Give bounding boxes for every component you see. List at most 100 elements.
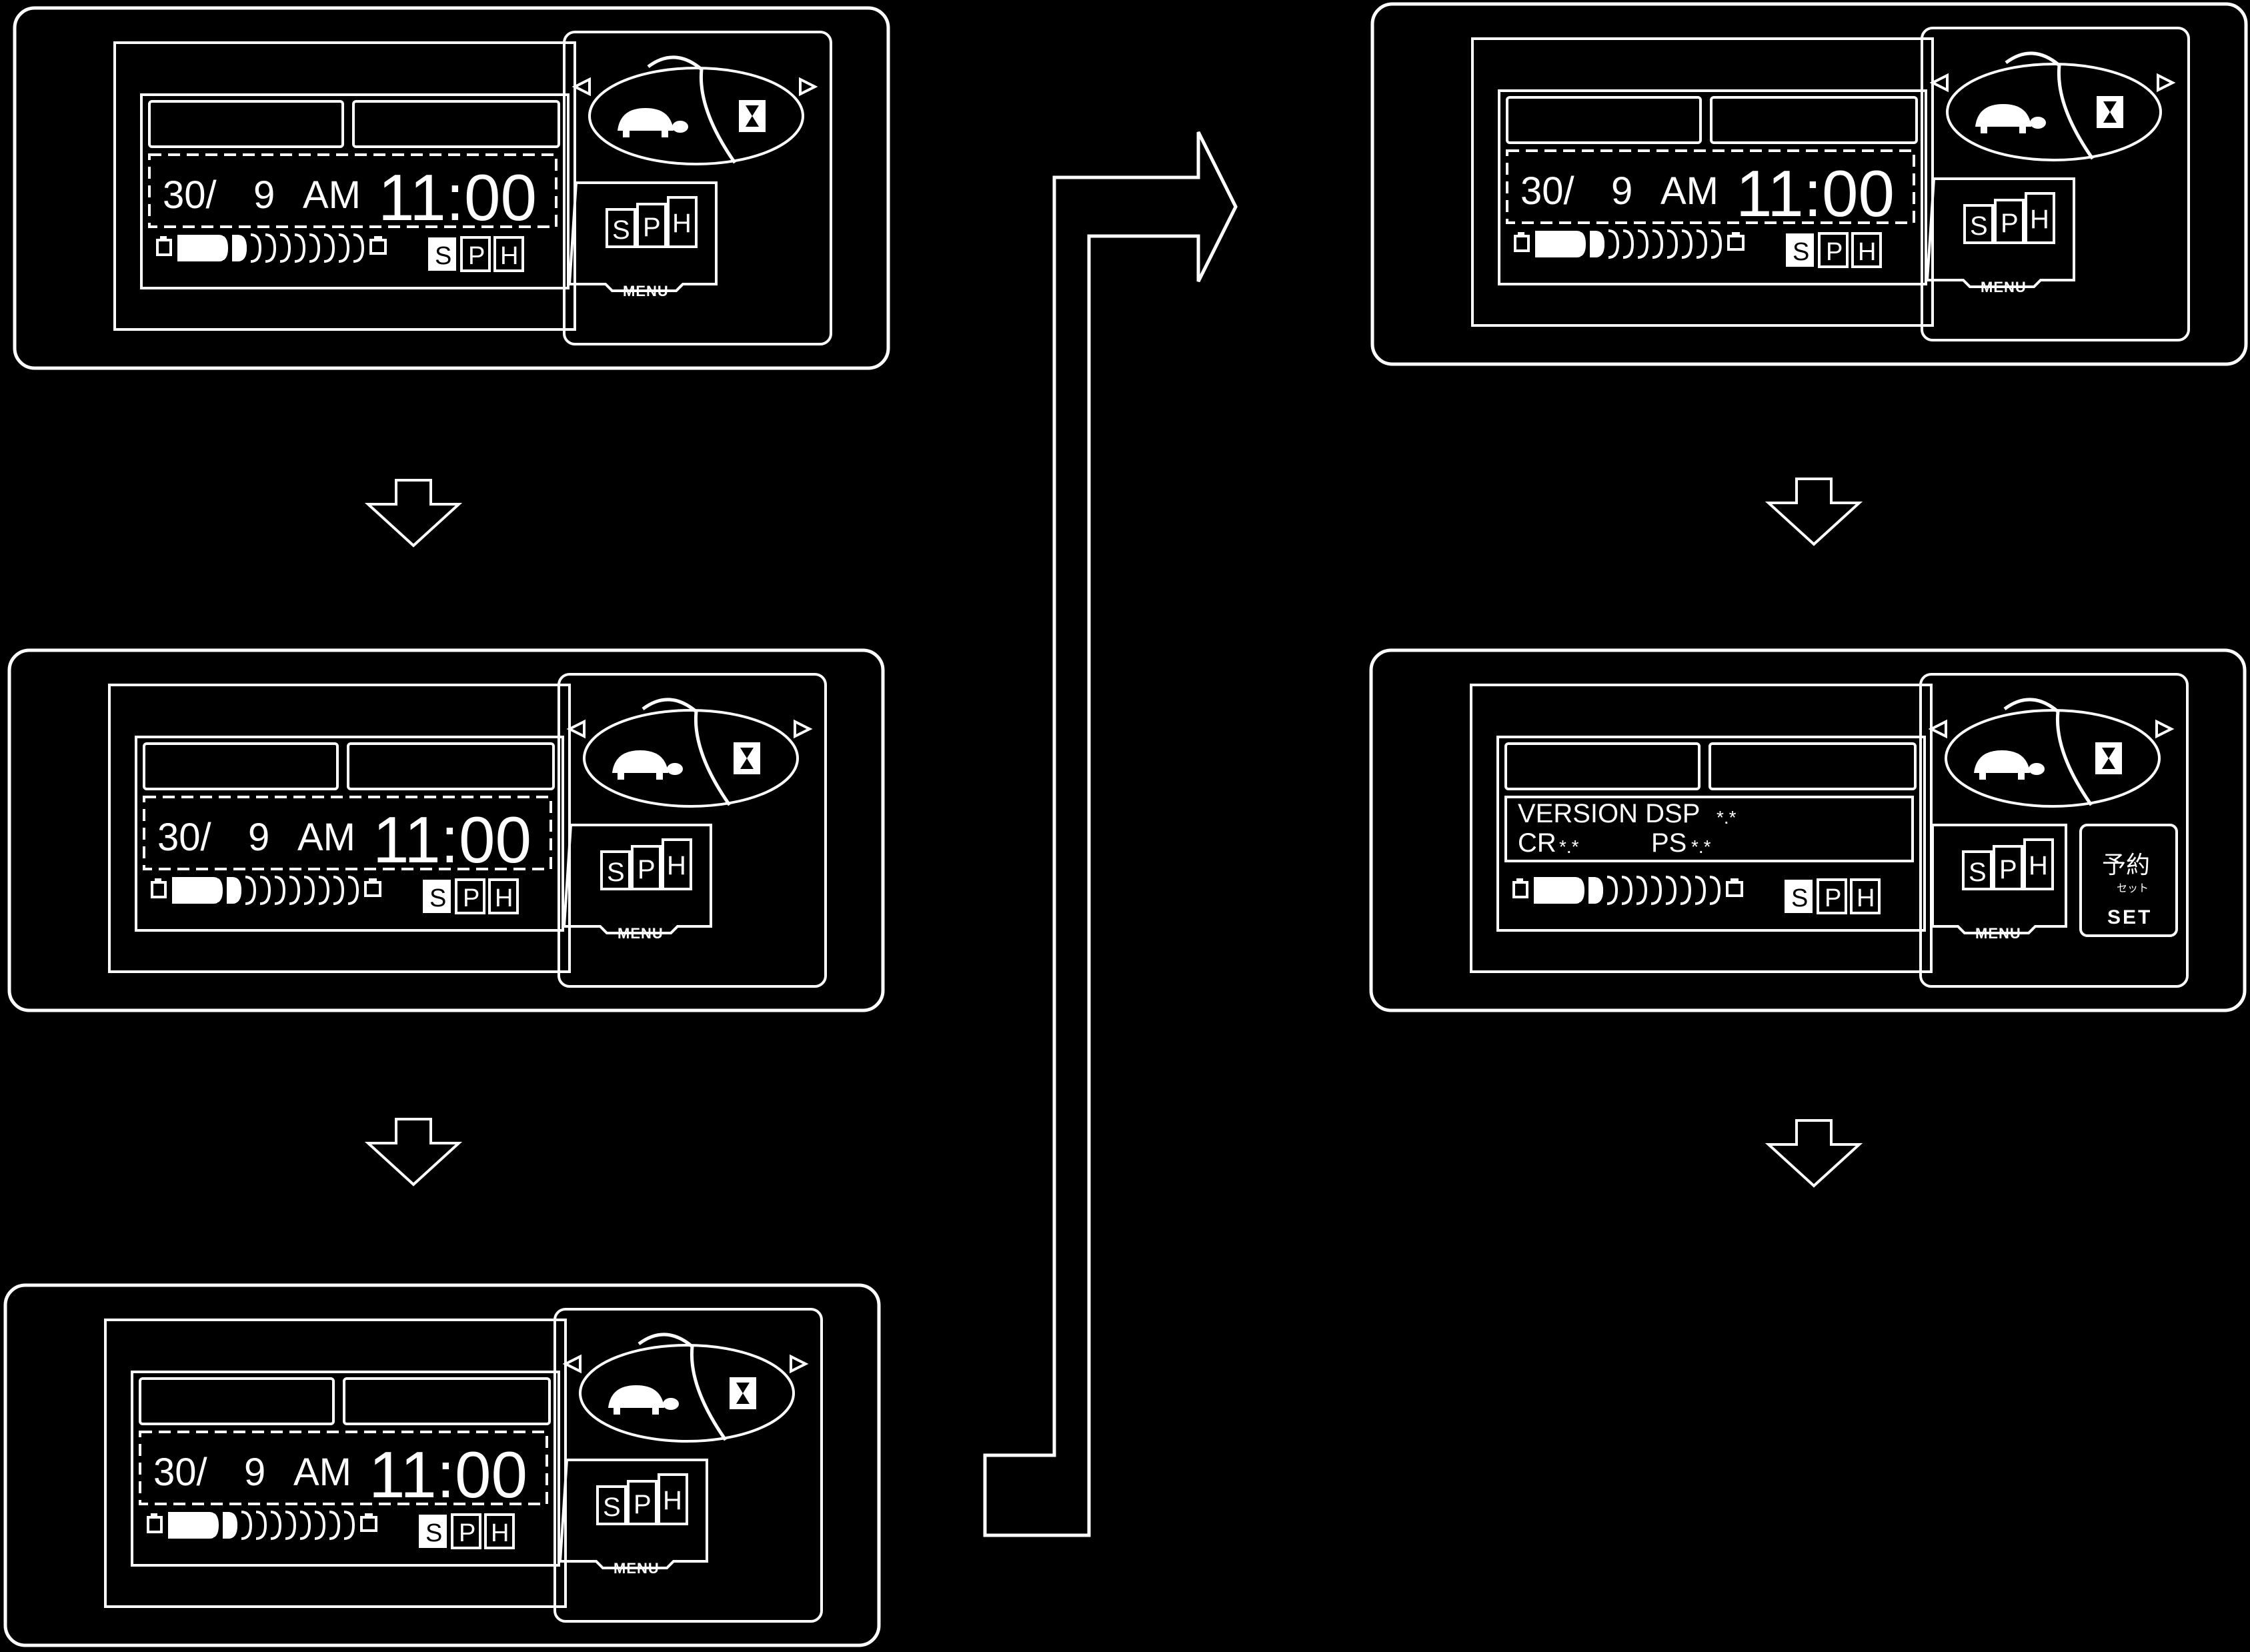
- panel-step-2: 30/ 9 AM 11:00 S P H: [7, 648, 885, 1012]
- turtle-icon: [618, 108, 688, 137]
- turtle-icon: [1974, 750, 2045, 780]
- ps-value: *.*: [1691, 836, 1711, 857]
- svg-text:MENU: MENU: [1981, 279, 2027, 295]
- svg-text:MENU: MENU: [614, 1560, 660, 1577]
- svg-text:P: P: [463, 884, 479, 912]
- svg-text:H: H: [491, 1519, 509, 1547]
- svg-text:S: S: [1970, 211, 1988, 241]
- date-month: 9: [253, 173, 275, 217]
- svg-text:H: H: [495, 884, 513, 912]
- mode-indicator: S P H: [428, 236, 524, 272]
- lcd-display: 30/ 9 AM 11:00 S P H: [140, 93, 570, 289]
- hourglass-icon: [2097, 96, 2123, 128]
- speed-dial[interactable]: [1945, 709, 2161, 808]
- menu-button[interactable]: S P H MENU: [1931, 824, 2067, 942]
- battery-icon: [1514, 229, 1745, 259]
- svg-text:H: H: [2029, 851, 2048, 880]
- panel-step-1: 30/ 9 AM 11:00 S P H: [13, 6, 890, 370]
- svg-text:AM: AM: [297, 816, 355, 859]
- svg-text:S: S: [607, 858, 625, 887]
- hourglass-icon: [730, 1377, 756, 1409]
- cr-value: *.*: [1559, 836, 1579, 857]
- svg-text:P: P: [1826, 238, 1843, 266]
- svg-text:MENU: MENU: [618, 925, 664, 942]
- svg-text:S: S: [429, 884, 446, 912]
- control-pad: S P H MENU: [553, 1308, 823, 1623]
- svg-text:S: S: [1791, 884, 1808, 912]
- svg-text:11:00: 11:00: [1736, 157, 1895, 230]
- svg-text:11:00: 11:00: [369, 1438, 527, 1511]
- battery-icon: [1512, 876, 1743, 905]
- lcd-display: VERSION DSP *.* CR *.* PS *.* S P H: [1496, 736, 1926, 932]
- hourglass-icon: [739, 100, 766, 132]
- svg-text:S: S: [435, 242, 451, 270]
- mode-indicator: S P H: [1786, 232, 1882, 268]
- menu-button[interactable]: S P H MENU: [568, 181, 718, 299]
- svg-text:9: 9: [248, 816, 269, 859]
- connector-arrow: [983, 131, 1238, 1537]
- svg-text:P: P: [1999, 855, 2017, 884]
- version-dsp-value: *.*: [1717, 807, 1737, 828]
- svg-text:S: S: [612, 215, 630, 245]
- speed-dial[interactable]: [583, 709, 799, 808]
- lcd-display: 30/ 9 AM 11:00 S P H: [131, 1371, 560, 1567]
- lcd-display: 30/ 9 AM 11:00 S P H: [135, 736, 564, 932]
- svg-text:P: P: [1825, 884, 1841, 912]
- turtle-icon: [612, 750, 683, 780]
- speed-dial[interactable]: [579, 1344, 795, 1443]
- svg-text:P: P: [638, 855, 656, 884]
- svg-text:S: S: [1969, 858, 1987, 887]
- svg-text:AM: AM: [293, 1451, 351, 1494]
- hourglass-icon: [2095, 742, 2122, 774]
- speed-dial[interactable]: [1946, 63, 2162, 161]
- mode-indicator: S P H: [1785, 878, 1881, 914]
- battery-icon: [147, 1511, 377, 1540]
- svg-text:H: H: [672, 209, 692, 238]
- svg-text:P: P: [643, 213, 661, 242]
- svg-text:H: H: [500, 242, 518, 270]
- set-label: SET: [2107, 906, 2152, 928]
- svg-text:H: H: [1858, 238, 1876, 266]
- menu-button[interactable]: S P H MENU: [558, 1459, 708, 1577]
- turtle-icon: [608, 1385, 679, 1415]
- svg-text:30/: 30/: [1520, 169, 1575, 213]
- panel-step-3: 30/ 9 AM 11:00 S P H: [3, 1283, 881, 1647]
- svg-text:P: P: [634, 1490, 652, 1519]
- hourglass-icon: [734, 742, 760, 774]
- svg-text:AM: AM: [1660, 169, 1719, 213]
- panel-step-5-version: VERSION DSP *.* CR *.* PS *.* S P H: [1369, 648, 2247, 1012]
- menu-button[interactable]: S P H MENU: [1925, 177, 2075, 295]
- lcd-display: 30/ 9 AM 11:00 S P H: [1498, 89, 1927, 285]
- battery-icon: [156, 233, 387, 263]
- control-pad: S P H MENU: [563, 31, 832, 345]
- date-day: 30/: [163, 173, 217, 217]
- svg-text:S: S: [603, 1493, 621, 1522]
- svg-text:H: H: [2030, 205, 2049, 234]
- mode-indicator: S P H: [423, 878, 519, 914]
- svg-text:30/: 30/: [153, 1451, 208, 1494]
- control-pad: S P H MENU 予約 セット SET: [1919, 673, 2189, 988]
- svg-text:9: 9: [1611, 169, 1632, 213]
- panel-step-4: 30/ 9 AM 11:00 S P H: [1370, 2, 2248, 366]
- set-jp-label: 予約: [2102, 852, 2150, 879]
- svg-text:MENU: MENU: [1975, 925, 2021, 942]
- down-arrow-3: [1767, 478, 1861, 546]
- svg-text:H: H: [663, 1486, 682, 1515]
- down-arrow-4: [1767, 1119, 1861, 1187]
- set-button[interactable]: 予約 セット SET: [2079, 824, 2178, 937]
- clock-time: 11:00: [378, 161, 537, 234]
- set-jp-reading: セット: [2117, 882, 2149, 894]
- svg-text:H: H: [667, 851, 686, 880]
- svg-text:S: S: [1793, 238, 1809, 266]
- menu-button[interactable]: S P H MENU: [562, 824, 712, 942]
- speed-dial[interactable]: [588, 67, 804, 165]
- svg-text:30/: 30/: [157, 816, 212, 859]
- mode-indicator: S P H: [419, 1513, 515, 1549]
- svg-text:P: P: [468, 242, 485, 270]
- down-arrow-1: [367, 479, 460, 547]
- ps-label: PS: [1651, 828, 1686, 858]
- turtle-icon: [1975, 104, 2046, 133]
- menu-label: MENU: [623, 283, 669, 299]
- svg-text:S: S: [425, 1519, 442, 1547]
